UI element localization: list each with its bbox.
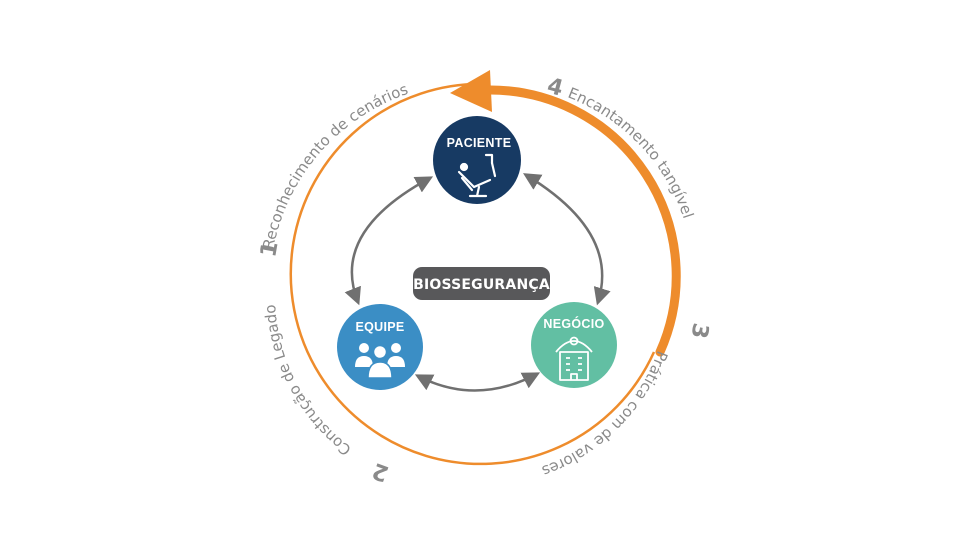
arrow-equipe-negocio: [414, 372, 541, 392]
node-paciente: PACIENTE: [433, 116, 521, 204]
node-negocio-label: NEGÓCIO: [543, 316, 604, 331]
outer-ring-thick: [485, 85, 681, 357]
node-equipe: EQUIPE: [337, 304, 423, 390]
inner-arrows: [344, 173, 611, 392]
node-negocio: NEGÓCIO: [531, 302, 617, 388]
node-equipe-label: EQUIPE: [355, 320, 404, 334]
step-1-label: Reconhecimento de cenários: [259, 80, 410, 251]
center-label: BIOSSEGURANÇA: [413, 277, 550, 293]
node-paciente-label: PACIENTE: [447, 136, 512, 150]
svg-text:Reconhecimento de cenários: Reconhecimento de cenários: [259, 80, 410, 251]
arrow-paciente-negocio: [523, 173, 611, 306]
clinic-building-icon: [555, 336, 593, 381]
step-2-number: 2: [369, 457, 392, 486]
step-2-label: Construção de Legado: [261, 304, 354, 459]
arrow-paciente-equipe: [344, 176, 434, 306]
step-1-number: 1: [256, 240, 283, 259]
outer-cycle: [289, 70, 681, 466]
outer-ring-thin: [289, 82, 656, 466]
cycle-arrowhead-icon: [450, 70, 492, 112]
step-1: 1 Reconhecimento de cenários: [256, 80, 410, 259]
dental-chair-icon: [457, 153, 497, 198]
center-pill: BIOSSEGURANÇA: [413, 267, 550, 300]
team-icon: [355, 343, 405, 379]
step-3-number: 3: [685, 321, 712, 340]
svg-text:Construção de Legado: Construção de Legado: [261, 304, 354, 459]
step-4-number: 4: [544, 74, 565, 102]
